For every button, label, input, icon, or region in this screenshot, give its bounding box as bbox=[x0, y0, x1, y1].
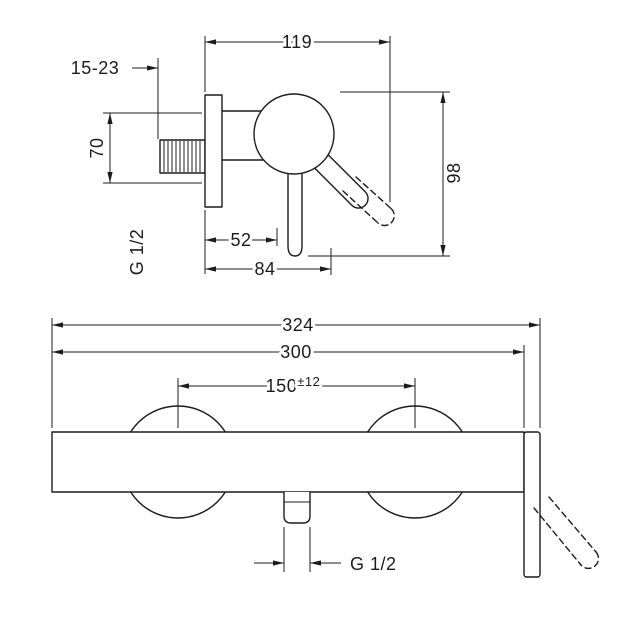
arrowhead-right bbox=[320, 266, 331, 272]
dim-label-52: 52 bbox=[230, 230, 251, 250]
dim-outlet-thread: G 1/2 bbox=[254, 527, 399, 577]
arrowhead-left bbox=[52, 322, 63, 328]
dim-label-84: 84 bbox=[254, 259, 275, 279]
dim-label-119: 119 bbox=[282, 32, 312, 52]
dim-wall-range: 15-23 bbox=[68, 55, 159, 139]
front-view: 324 300 150±12 G 1/2 bbox=[51, 312, 600, 578]
dim-height-upper: 70 bbox=[84, 112, 202, 184]
arrowhead-right bbox=[379, 39, 390, 45]
dim-height-total: 98 bbox=[308, 91, 467, 257]
thread-hatch bbox=[163, 141, 201, 172]
arrowhead-right bbox=[513, 349, 524, 355]
dim-depth-spout: 52 bbox=[204, 210, 278, 274]
outlet-connector bbox=[283, 492, 311, 524]
mixer-body bbox=[51, 431, 525, 493]
dim-label-300: 300 bbox=[280, 342, 312, 362]
dim-label-324: 324 bbox=[282, 315, 314, 335]
wall-plate bbox=[204, 94, 223, 208]
arrowhead-right bbox=[273, 560, 284, 566]
arrowhead-left bbox=[205, 39, 216, 45]
fixture-front bbox=[51, 405, 600, 578]
dim-width-body: 300 bbox=[52, 339, 525, 428]
dim-depth-total: 119 bbox=[204, 29, 391, 202]
dim-label-15-23: 15-23 bbox=[71, 58, 120, 78]
thread-body bbox=[159, 139, 206, 174]
thread-label-front: G 1/2 bbox=[350, 554, 397, 574]
arrowhead-right bbox=[529, 322, 540, 328]
thread-label-side: G 1/2 bbox=[127, 229, 147, 276]
dim-label-150-value: 150 bbox=[266, 376, 298, 396]
wall-thread bbox=[159, 139, 206, 174]
arrowhead-left bbox=[205, 237, 216, 243]
dim-width-total: 324 bbox=[51, 312, 541, 428]
arrowhead-up bbox=[440, 92, 446, 103]
arrowhead-up bbox=[107, 113, 113, 124]
handle-bar-dashed bbox=[533, 496, 600, 570]
arrowhead-right bbox=[147, 65, 158, 71]
lever-handle bbox=[314, 153, 369, 209]
arrowhead-left bbox=[178, 383, 189, 389]
arrowhead-right bbox=[266, 237, 277, 243]
arrowhead-left bbox=[310, 560, 321, 566]
dim-label-98: 98 bbox=[444, 162, 464, 183]
valve-body bbox=[253, 93, 335, 175]
lever-handle-dashed bbox=[342, 176, 395, 227]
dim-label-150-tolerance: ±12 bbox=[297, 374, 320, 389]
dim-depth-outlet: 84 bbox=[205, 248, 332, 282]
arrowhead-left bbox=[205, 266, 216, 272]
handle-bar bbox=[523, 431, 541, 578]
dim-label-150: 150±12 bbox=[266, 374, 321, 396]
spout bbox=[287, 167, 303, 257]
dim-centers: 150±12 bbox=[177, 371, 416, 428]
arrowhead-down bbox=[440, 245, 446, 256]
arrowhead-right bbox=[404, 383, 415, 389]
fixture-side bbox=[159, 93, 395, 257]
outlet-body bbox=[283, 492, 311, 524]
arrowhead-down bbox=[107, 172, 113, 183]
side-view: 119 15-23 70 G 1/2 98 bbox=[68, 29, 467, 282]
valve-connector bbox=[221, 110, 267, 161]
dim-label-70: 70 bbox=[87, 137, 107, 158]
arrowhead-left bbox=[52, 349, 63, 355]
